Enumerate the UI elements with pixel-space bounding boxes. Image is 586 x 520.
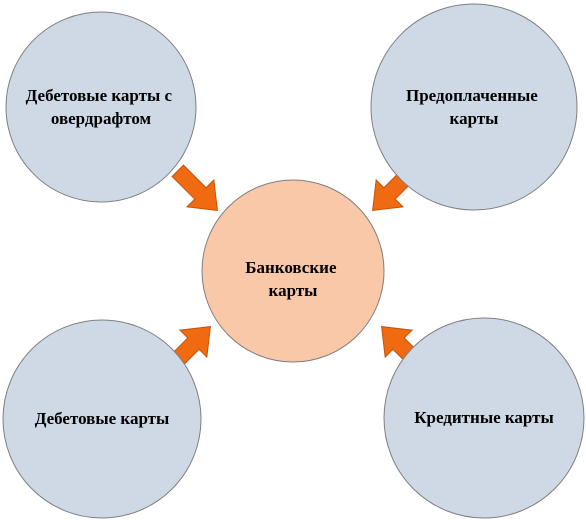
svg-text:Дебетовые карты: Дебетовые карты <box>35 409 170 428</box>
satellite-circle <box>383 317 585 519</box>
satellite-circle <box>5 11 197 203</box>
satellite-label-line: Дебетовые карты <box>35 409 170 428</box>
satellite-circle <box>2 319 202 519</box>
satellite-label-line: карты <box>450 109 499 128</box>
satellite-label-line: Дебетовые карты с <box>26 86 173 105</box>
center-label-line: Банковские <box>245 258 337 277</box>
arrow-top-left <box>171 164 218 211</box>
center-label-line: карты <box>269 281 318 300</box>
svg-text:Дебетовые карты с овердр: Дебетовые карты с овердрафтом <box>26 86 177 128</box>
satellite-debit-overdraft: Дебетовые карты с овердрафтом <box>5 11 197 203</box>
center-bank-cards: Банковские карты <box>201 179 385 363</box>
satellite-circle <box>370 3 578 211</box>
center-circle <box>201 179 385 363</box>
satellite-label-line: Кредитные карты <box>414 408 554 427</box>
satellite-debit: Дебетовые карты <box>2 319 202 519</box>
satellite-credit: Кредитные карты <box>383 317 585 519</box>
svg-text:Кредитные карты: Кредитные карты <box>414 408 554 427</box>
satellite-label-line: Предоплаченные <box>406 86 538 105</box>
satellite-prepaid: Предоплаченные карты <box>370 3 578 211</box>
satellite-label-line: овердрафтом <box>51 109 152 128</box>
svg-text:Банковские карты: Банковские карты <box>245 258 341 300</box>
svg-text:Предоплаченные карты: Предоплаченные карты <box>406 86 542 128</box>
